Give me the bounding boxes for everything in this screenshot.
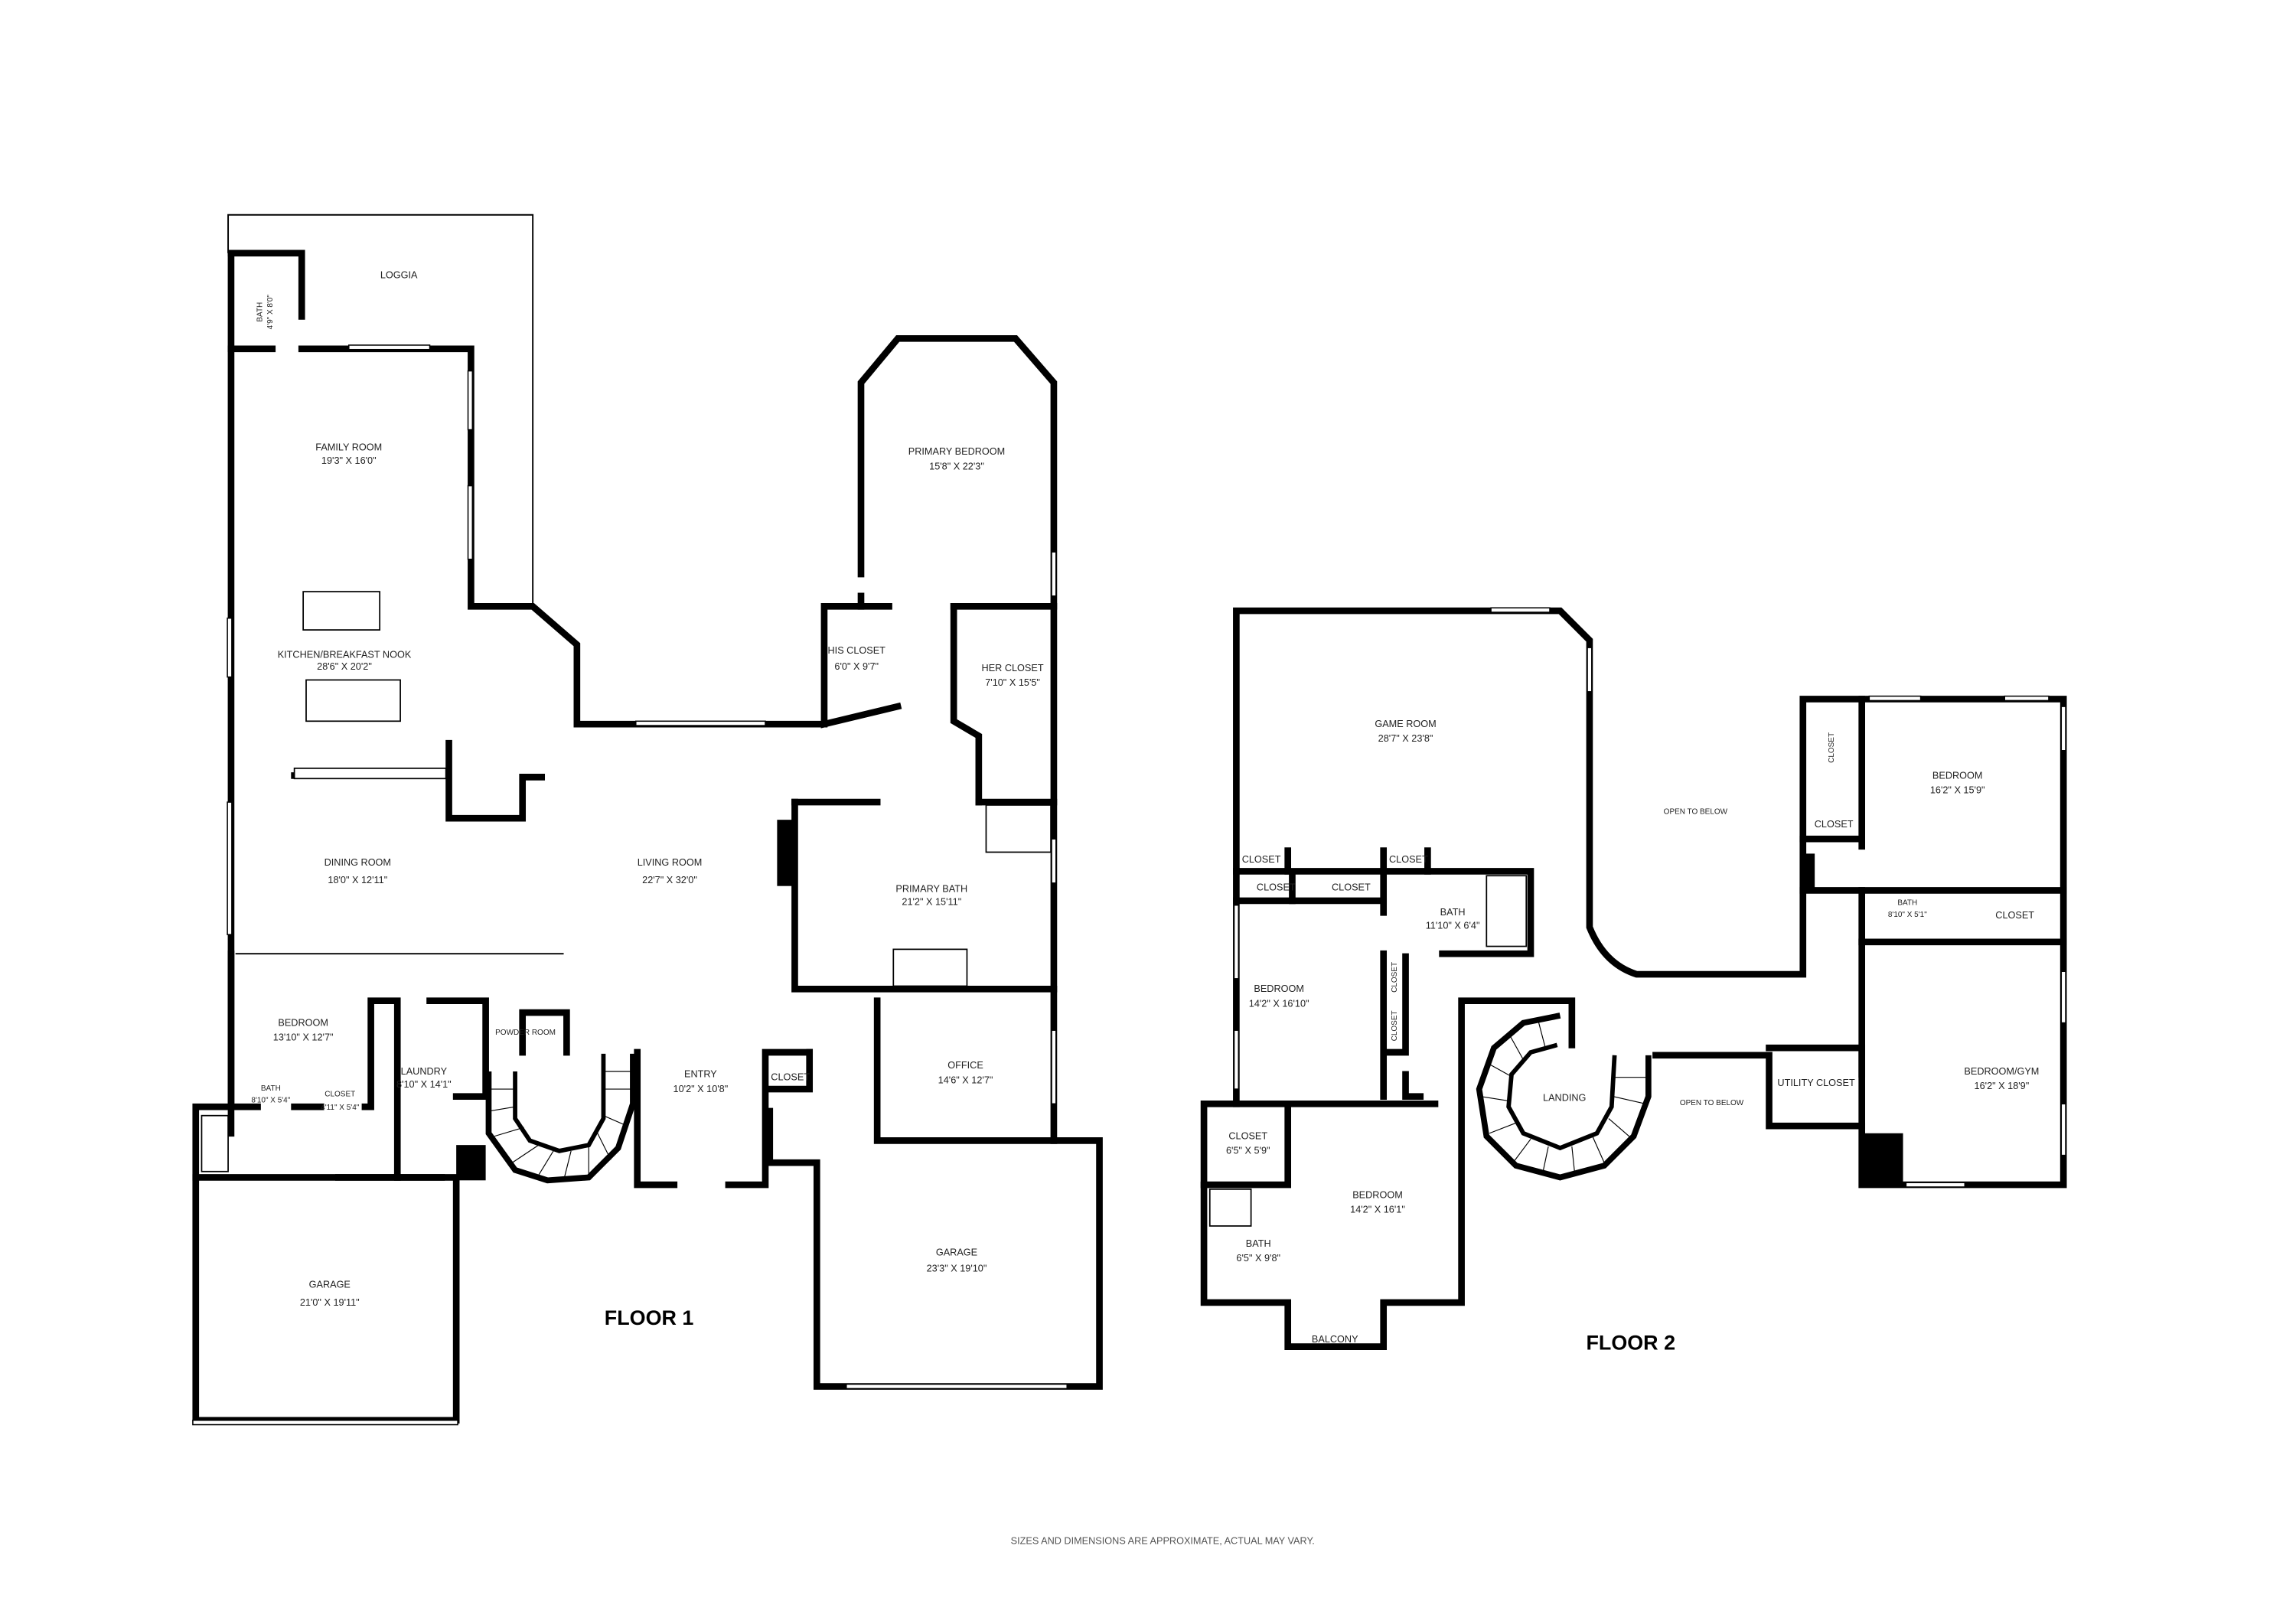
room-label-family-room: FAMILY ROOM	[315, 442, 382, 452]
room-size-bedroom-gym: 16'2" X 18'9"	[1975, 1081, 2030, 1091]
floor2-walls	[1200, 607, 2067, 1350]
room-label-balcony: BALCONY	[1312, 1334, 1358, 1345]
room-size-primary-bath: 21'2" X 15'11"	[902, 897, 961, 908]
room-size-laundry: 8'10" X 14'1"	[396, 1079, 452, 1090]
room-label-closet-d: CLOSET	[1242, 854, 1281, 865]
room-size-bath-ne: 8'10" X 5'1"	[1888, 911, 1927, 919]
room-label-bedroom-gym: BEDROOM/GYM	[1964, 1066, 2039, 1077]
room-size-garage-right: 23'3" X 19'10"	[927, 1264, 987, 1274]
disclaimer: SIZES AND DIMENSIONS ARE APPROXIMATE, AC…	[1011, 1535, 1315, 1546]
room-label-utility-closet: UTILITY CLOSET	[1777, 1078, 1855, 1088]
room-label-bath-mid: BATH	[1440, 907, 1466, 918]
room-size-office: 14'6" X 12'7"	[938, 1075, 993, 1085]
label-open-to-below-1: OPEN TO BELOW	[1664, 807, 1728, 816]
room-label-garage-right: GARAGE	[936, 1247, 977, 1257]
room-size-dining-room: 18'0" X 12'11"	[328, 875, 387, 885]
room-size-garage-left: 21'0" X 19'11"	[300, 1297, 360, 1308]
room-label-his-closet: HIS CLOSET	[828, 645, 886, 656]
room-size-kitchen: 28'6" X 20'2"	[317, 661, 372, 672]
room-label-entry-closet: CLOSET	[771, 1072, 810, 1083]
room-size-living-room: 22'7" X 32'0"	[642, 875, 697, 885]
room-label-closet-b: CLOSET	[1815, 819, 1854, 830]
room-size-his-closet: 6'0" X 9'7"	[834, 661, 879, 672]
room-label-primary-bath: PRIMARY BATH	[895, 883, 967, 894]
room-label-primary-bedroom: PRIMARY BEDROOM	[908, 446, 1005, 457]
room-label-office: OFFICE	[947, 1060, 983, 1071]
room-label-bath-small: BATH	[256, 302, 264, 322]
room-size-family-room: 19'3" X 16'0"	[321, 455, 377, 466]
room-label-closet-sw: CLOSET	[1228, 1130, 1267, 1141]
room-size-her-closet: 7'10" X 15'5"	[985, 677, 1040, 688]
room-label-bedroom-ne: BEDROOM	[1932, 770, 1983, 781]
room-label-kitchen: KITCHEN/BREAKFAST NOOK	[278, 650, 412, 660]
room-size-bath-small: 4'9" X 8'0"	[266, 295, 275, 330]
room-label-closet-i: CLOSET	[1391, 1010, 1399, 1041]
room-size-bedroom-w: 14'2" X 16'10"	[1249, 998, 1309, 1009]
room-label-bedroom-sw: BEDROOM	[1352, 1189, 1403, 1200]
floor1-labels: LOGGIA BATH 4'9" X 8'0" FAMILY ROOM 19'3…	[251, 269, 1043, 1329]
room-size-entry: 10'2" X 10'8"	[673, 1084, 729, 1094]
room-label-game-room: GAME ROOM	[1375, 719, 1436, 729]
room-label-dining-room: DINING ROOM	[325, 857, 391, 868]
floor2-labels: GAME ROOM 28'7" X 23'8" OPEN TO BELOW CL…	[1226, 719, 2039, 1354]
room-label-bath-ne: BATH	[1897, 899, 1917, 908]
room-label-bath-sw: BATH	[1246, 1238, 1271, 1249]
room-size-bedroom: 13'10" X 12'7"	[273, 1032, 334, 1043]
room-label-loggia: LOGGIA	[380, 269, 418, 280]
room-size-bath-mid: 11'10" X 6'4"	[1426, 920, 1480, 931]
floor2-title: FLOOR 2	[1586, 1331, 1675, 1354]
floor1-title: FLOOR 1	[605, 1306, 694, 1329]
label-open-to-below-2: OPEN TO BELOW	[1680, 1099, 1744, 1107]
room-label-closet: CLOSET	[325, 1091, 355, 1099]
room-label-garage-left: GARAGE	[309, 1280, 351, 1290]
room-label-closet-c: CLOSET	[1995, 910, 2034, 921]
room-size-closet: 4'11" X 5'4"	[321, 1104, 360, 1112]
room-label-her-closet: HER CLOSET	[982, 663, 1044, 673]
room-size-bath-sw: 6'5" X 9'8"	[1236, 1253, 1280, 1264]
room-label-closet-e: CLOSET	[1389, 854, 1428, 865]
room-label-bath: BATH	[261, 1084, 281, 1093]
room-size-bedroom-ne: 16'2" X 15'9"	[1930, 785, 1985, 796]
room-size-bedroom-sw: 14'2" X 16'1"	[1350, 1205, 1405, 1215]
room-label-closet-f: CLOSET	[1257, 882, 1296, 892]
room-label-living-room: LIVING ROOM	[638, 857, 703, 868]
room-size-primary-bedroom: 15'8" X 22'3"	[929, 461, 984, 471]
room-label-landing: LANDING	[1543, 1092, 1586, 1103]
room-label-bedroom-w: BEDROOM	[1254, 983, 1304, 994]
room-size-closet-sw: 6'5" X 5'9"	[1226, 1146, 1270, 1156]
room-label-entry: ENTRY	[684, 1069, 717, 1080]
room-label-closet-h: CLOSET	[1391, 962, 1399, 993]
room-label-powder-room: POWDER ROOM	[495, 1029, 556, 1037]
room-size-game-room: 28'7" X 23'8"	[1378, 733, 1433, 744]
room-label-closet-a: CLOSET	[1828, 732, 1836, 763]
room-label-closet-g: CLOSET	[1332, 882, 1371, 892]
room-label-bedroom: BEDROOM	[278, 1017, 328, 1028]
room-label-laundry: LAUNDRY	[401, 1066, 448, 1077]
room-size-bath: 8'10" X 5'4"	[251, 1096, 290, 1104]
floor1-walls	[192, 214, 1103, 1426]
